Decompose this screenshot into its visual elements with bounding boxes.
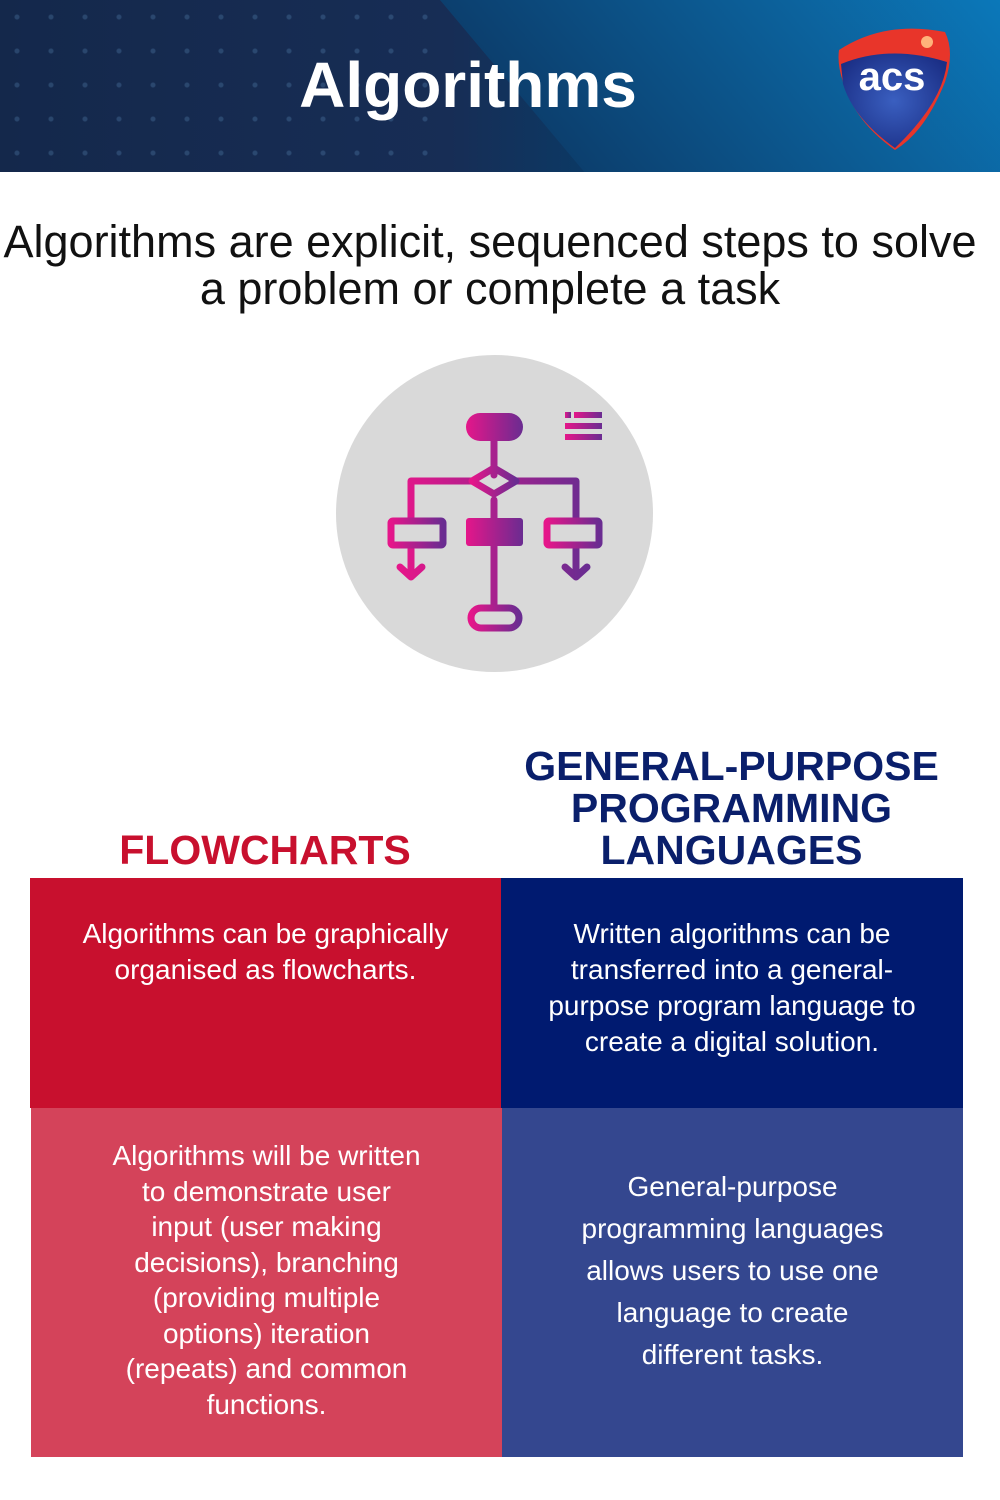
svg-text:acs: acs (859, 55, 926, 99)
languages-heading: GENERAL-PURPOSE PROGRAMMING LANGUAGES (524, 743, 939, 873)
acs-logo: acs (838, 28, 950, 151)
flowcharts-text-2: Algorithms will be written to demonstrat… (112, 1140, 421, 1420)
flowchart-icon (336, 355, 653, 672)
circuit-pattern (0, 0, 440, 172)
languages-box-2: General-purpose programming languages al… (502, 1108, 963, 1457)
languages-text-1: Written algorithms can be transferred in… (548, 918, 916, 1057)
flowcharts-box-2: Algorithms will be written to demonstrat… (31, 1108, 502, 1457)
languages-box-1: Written algorithms can be transferred in… (501, 878, 963, 1108)
flowcharts-box-1: Algorithms can be graphically organised … (30, 878, 501, 1108)
definition-text: Algorithms are explicit, sequenced steps… (3, 216, 977, 314)
page-title: Algorithms (299, 49, 637, 121)
flowcharts-heading: FLOWCHARTS (119, 827, 411, 873)
flowcharts-text-1: Algorithms can be graphically organised … (82, 918, 449, 985)
header-banner: Algorithms acs (0, 0, 1000, 172)
languages-text-2: General-purpose programming languages al… (581, 1171, 884, 1370)
